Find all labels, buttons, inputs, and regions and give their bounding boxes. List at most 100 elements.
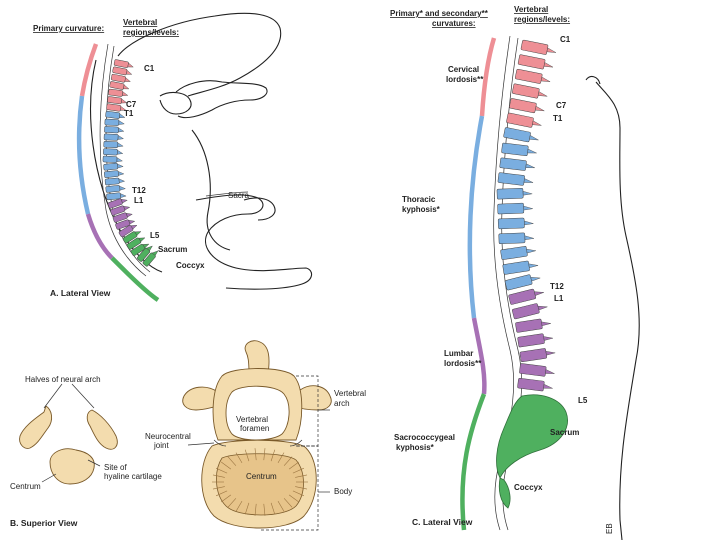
- panel-c-vertebra-thoracic: [502, 260, 530, 275]
- body-ridge-line: [288, 461, 299, 470]
- panel-a-spinous-lumbar: [125, 212, 133, 218]
- fetus-belly-outline: [191, 129, 231, 251]
- panel-a-level-coccyx: Coccyx: [176, 261, 205, 270]
- cervical-lordosis-line1: Cervical: [448, 65, 479, 74]
- panel-a-level-c7: C7: [126, 100, 137, 109]
- panel-a-spinous-thoracic: [116, 157, 123, 162]
- panel-a-vertebra-thoracic: [104, 118, 120, 126]
- panel-a-canal-outer: [99, 43, 147, 277]
- panel-a-spinous-cervical: [127, 62, 134, 68]
- panel-c-regions-header-line1: Vertebral: [514, 5, 548, 14]
- panel-c-spinous-lumbar: [543, 383, 553, 389]
- neurocentral-label-line1: Neurocentral: [145, 432, 191, 441]
- body-ridge-line: [283, 498, 293, 508]
- vertebral-foramen: [225, 385, 290, 441]
- centrum-right-label: Centrum: [246, 472, 277, 481]
- panel-c-regions-header-line2: regions/levels:: [514, 15, 570, 24]
- panel-c-caption: C. Lateral View: [412, 517, 473, 527]
- body-ridge-line: [292, 467, 305, 474]
- panel-c-vertebra-lumbar: [519, 348, 547, 363]
- panel-a-vertebra-cervical: [113, 59, 129, 68]
- panel-a-spinous-thoracic: [117, 142, 124, 148]
- neural-arch-left-half: [19, 405, 53, 449]
- panel-c-vertebra-thoracic: [501, 142, 529, 156]
- sacrococcygeal-kyphosis-line2: kyphosis*: [396, 443, 435, 452]
- panel-a-spinous-thoracic: [118, 127, 125, 133]
- panel-c-vertebra-thoracic: [504, 274, 533, 291]
- panel-c-spinous-thoracic: [524, 220, 534, 226]
- panel-a-level-t1: T1: [124, 109, 134, 118]
- fetus-foot-outline: [243, 197, 276, 221]
- panel-a-vertebra-thoracic: [103, 133, 119, 141]
- neurocentral-label-line2: joint: [153, 441, 169, 450]
- panel-c-level-c1: C1: [560, 35, 571, 44]
- panel-a-spinous-thoracic: [120, 193, 127, 198]
- panel-c-spinous-cervical: [537, 91, 548, 97]
- panel-a-level-l1: L1: [134, 196, 144, 205]
- panel-c-level-t1: T1: [553, 114, 563, 123]
- panel-c-vertebra-thoracic: [497, 217, 525, 230]
- panel-c-band-thoracic: [467, 115, 485, 319]
- panel-c-spinous-cervical: [546, 47, 557, 53]
- vertebral-arch-label-line2: arch: [334, 399, 350, 408]
- panel-c-vertebra-thoracic: [503, 127, 531, 143]
- panel-a-spinous-lumbar: [128, 219, 136, 225]
- panel-a-spinous-sacral: [134, 231, 142, 236]
- centrum-developing: [49, 448, 95, 485]
- body-ridge-line: [244, 502, 250, 515]
- fetus-arm-outline: [175, 80, 268, 119]
- panel-a-vertebra-cervical: [107, 96, 122, 105]
- panel-c-spinous-lumbar: [534, 291, 544, 296]
- panel-c-vertebra-lumbar: [515, 318, 543, 333]
- panel-c-curvature-header-line1: Primary* and secondary**: [390, 9, 489, 18]
- panel-c-band-cervical: [479, 37, 497, 117]
- panel-a-spinous-cervical: [124, 77, 131, 82]
- panel-a-vertebra-cervical: [112, 66, 128, 76]
- body-ridge-line: [212, 474, 225, 478]
- panel-c-vertebra-lumbar: [512, 303, 540, 320]
- artist-signature: EB: [605, 523, 614, 534]
- panel-c-level-coccyx: Coccyx: [514, 483, 543, 492]
- thoracic-kyphosis-line2: kyphosis*: [402, 205, 441, 214]
- panel-c-vertebra-thoracic: [497, 202, 525, 215]
- body-ridge-line: [221, 461, 232, 470]
- panel-c-spinous-thoracic: [526, 248, 536, 254]
- panel-a-regions-header-line1: Vertebral: [123, 18, 157, 27]
- body-ridge-line: [235, 500, 243, 512]
- panel-a-vertebra-thoracic: [104, 126, 119, 134]
- panel-c-vertebra-cervical: [520, 39, 549, 55]
- panel-c-spinous-cervical: [534, 105, 545, 112]
- vertebral-body-ridges: [212, 448, 308, 516]
- sacrococcygeal-kyphosis-line1: Sacrococcygeal: [394, 433, 455, 442]
- panel-a-vertebra-cervical: [109, 81, 125, 90]
- panel-a-spinous-thoracic: [117, 149, 124, 155]
- panel-a-regions-header-line2: regions/levels:: [123, 28, 179, 37]
- panel-c-level-sacrum: Sacrum: [550, 428, 579, 437]
- vertebral-foramen-label-line1: Vertebral: [236, 415, 268, 424]
- panel-a-vertebra-thoracic: [102, 155, 118, 163]
- panel-c-spinous-cervical: [543, 62, 554, 68]
- neurocentral-joint-left: [213, 439, 227, 447]
- panel-a-spinous-sacral: [151, 250, 159, 256]
- trunk-top-curve: [585, 75, 601, 85]
- body-ridge-line: [227, 456, 237, 466]
- panel-a-vertebra-thoracic: [103, 162, 119, 171]
- panel-a-vertebra-thoracic: [103, 140, 119, 149]
- panel-a-level-t12: T12: [132, 186, 146, 195]
- neural-arch-pointer-left: [43, 383, 63, 409]
- panel-a-spinous-sacral: [146, 245, 153, 252]
- panel-c-spinous-thoracic: [525, 163, 535, 169]
- panel-c-level-l1: L1: [554, 294, 564, 303]
- body-ridge-line: [277, 500, 285, 512]
- panel-c-spinous-cervical: [532, 120, 542, 126]
- panel-c-spinous-lumbar: [541, 321, 551, 327]
- trunk-outline: [595, 81, 640, 540]
- panel-a-spinous-thoracic: [117, 171, 125, 176]
- panel-a-spinous-cervical: [123, 84, 130, 90]
- panel-c-vertebra-cervical: [517, 54, 546, 70]
- curvature-band-cervical: [79, 43, 99, 97]
- panel-c-vertebra-thoracic: [500, 246, 528, 260]
- panel-c-spinous-cervical: [540, 76, 551, 82]
- sacrum-shape: [496, 394, 568, 479]
